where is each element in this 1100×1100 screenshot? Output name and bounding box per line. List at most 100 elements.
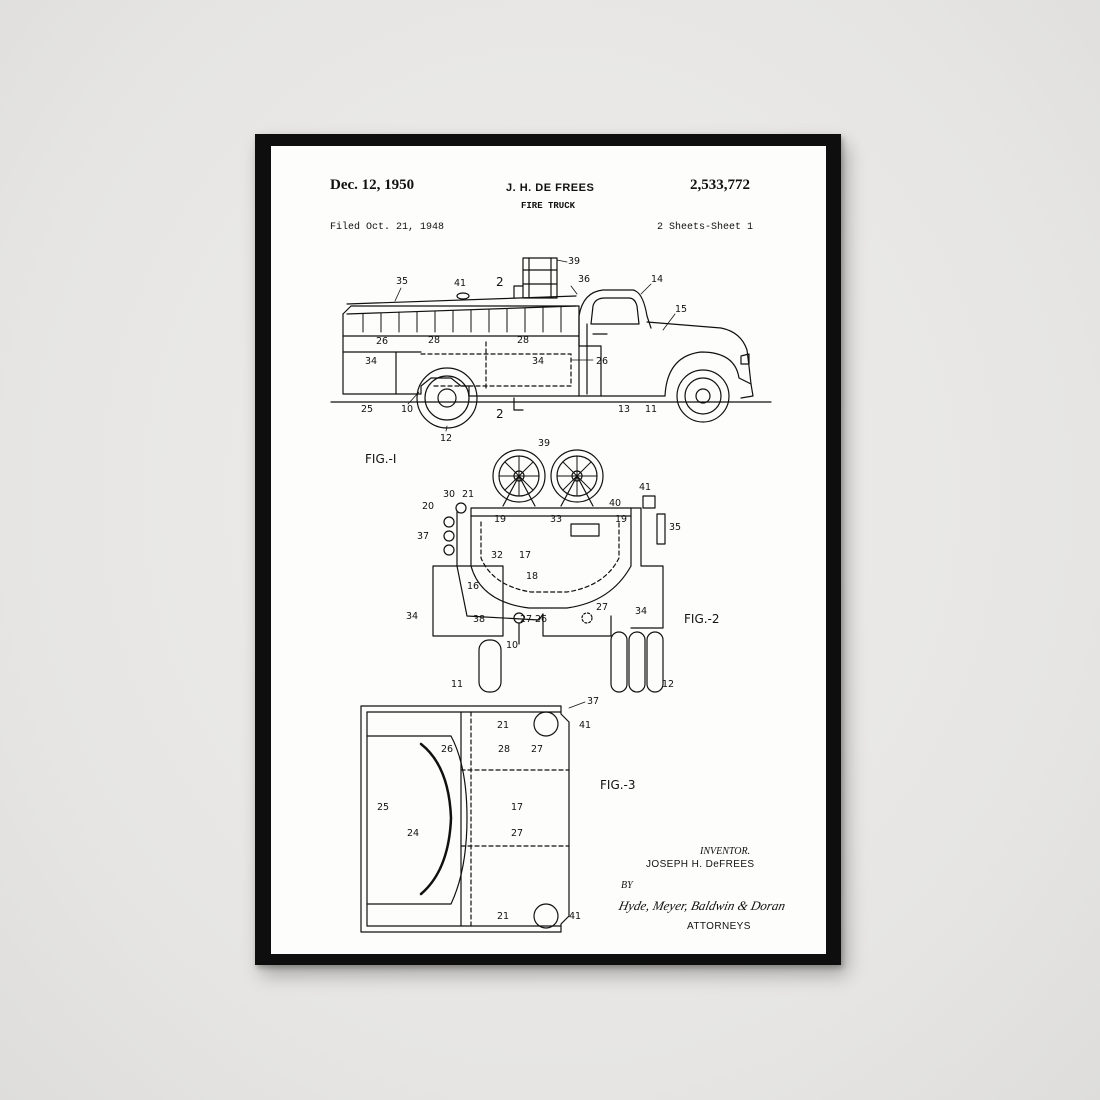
fig2-label: 34 [635, 606, 647, 617]
filed-date: Filed Oct. 21, 1948 [330, 222, 445, 233]
fig1-hose-reel [522, 257, 558, 299]
fig2-light-3 [443, 544, 455, 556]
fig2-label: 33 [550, 514, 562, 525]
fig3-cap-bottom [533, 903, 559, 929]
fig2-label: 30 [443, 489, 455, 500]
fig2-label: 27 [596, 602, 608, 613]
fig2-cap-41 [642, 495, 656, 509]
fig1-hood [646, 321, 752, 385]
fig3-label: 27 [531, 744, 543, 755]
fig1-label: 28 [517, 335, 529, 346]
fig3-label: 28 [498, 744, 510, 755]
inventor-short-name: J. H. DE FREES [506, 182, 595, 194]
fig1-label: 26 [376, 336, 388, 347]
fig2-label: 27 [520, 614, 532, 625]
attorneys-label: ATTORNEYS [687, 921, 751, 932]
fig3-caption: FIG.-3 [600, 778, 636, 792]
fig1-ladder-rungs [362, 306, 562, 333]
fig1-label: 41 [454, 278, 466, 289]
fig3-label: 41 [579, 720, 591, 731]
fig1-cab [578, 289, 652, 397]
fig2-label: 32 [491, 550, 503, 561]
fig2-label: 35 [669, 522, 681, 533]
fig1-label: 14 [651, 274, 663, 285]
fig1-label: 12 [440, 433, 452, 444]
fig2-label: 34 [406, 611, 418, 622]
fig1-label: 11 [645, 404, 657, 415]
fig1-label: 34 [365, 356, 377, 367]
fig1-label: 2 [496, 275, 504, 289]
fig1-label: 36 [578, 274, 590, 285]
fig3-label: 17 [511, 802, 523, 813]
fig2-label: 41 [639, 482, 651, 493]
attorney-signature: Hyde, Meyer, Baldwin & Doran [617, 898, 787, 913]
fig2-label: 16 [467, 581, 479, 592]
fig1-section-arrow-bottom [513, 397, 524, 411]
fig1-caption: FIG.-I [365, 452, 396, 466]
fig2-section-view: 39 30 21 20 19 33 40 41 19 35 37 32 17 1… [406, 438, 720, 693]
fig1-body-outline [342, 313, 602, 397]
fig2-label: 21 [462, 489, 474, 500]
fig1-cab-window [590, 297, 640, 325]
fig2-label: 38 [473, 614, 485, 625]
fig3-curved-rail [419, 742, 453, 896]
fig2-compartment-left [432, 565, 504, 637]
fig2-tank-inner [480, 521, 620, 593]
fig2-label: 19 [494, 514, 506, 525]
fig2-water-tank [470, 515, 632, 609]
fig1-front-fender [664, 351, 754, 399]
fig2-label: 18 [526, 571, 538, 582]
fig3-cap-top [533, 711, 559, 737]
fig2-label: 37 [417, 531, 429, 542]
fig3-rear-curve [366, 735, 468, 905]
fig1-label: 28 [428, 335, 440, 346]
fig2-hose-reel-left [492, 449, 546, 503]
fig1-label: 26 [596, 356, 608, 367]
fig2-label: 26 [535, 614, 547, 625]
fig3-label: 21 [497, 720, 509, 731]
fig1-label: 10 [401, 404, 413, 415]
fig1-section-arrow-top [513, 285, 524, 299]
fig1-front-wheel [676, 369, 730, 423]
fig2-tire-right-1 [610, 631, 628, 693]
fig2-tire-right-2 [628, 631, 646, 693]
fig2-label: 39 [538, 438, 550, 449]
fig3-label: 21 [497, 911, 509, 922]
fig1-label: 25 [361, 404, 373, 415]
patent-date: Dec. 12, 1950 [330, 177, 415, 193]
fig1-headlight [740, 353, 750, 365]
fig2-chassis [542, 613, 612, 637]
fig3-hidden-lines [460, 769, 570, 847]
fig1-label: 34 [532, 356, 544, 367]
fig1-side-view: 39 2 36 14 35 41 15 26 28 28 34 34 26 25 [330, 256, 772, 466]
fig3-label: 27 [511, 828, 523, 839]
fig2-reel-stands [502, 475, 594, 507]
fig2-body-left [456, 511, 544, 621]
sheet-count: 2 Sheets-Sheet 1 [657, 222, 754, 233]
fig1-label: 2 [496, 407, 504, 421]
fig3-plan-view: 37 21 41 26 28 27 25 17 24 27 21 41 FIG.… [360, 696, 636, 933]
patent-drawing: 39 2 36 14 35 41 15 26 28 28 34 34 26 25 [330, 256, 772, 933]
fig3-label: 24 [407, 828, 419, 839]
patent-title: FIRE TRUCK [521, 201, 576, 211]
fig2-label: 40 [609, 498, 621, 509]
patent-print: Dec. 12, 1950 J. H. DE FREES FIRE TRUCK … [271, 146, 826, 954]
picture-frame: Dec. 12, 1950 J. H. DE FREES FIRE TRUCK … [255, 134, 841, 965]
fig2-label: 20 [422, 501, 434, 512]
fig3-label: 37 [587, 696, 599, 707]
by-label: BY [621, 880, 633, 891]
fig1-ladder-rails [346, 295, 577, 315]
fig2-body-right [630, 507, 664, 629]
fig3-label: 26 [441, 744, 453, 755]
fig2-label: 19 [615, 514, 627, 525]
fig2-label: 12 [662, 679, 674, 690]
patent-number: 2,533,772 [690, 177, 750, 193]
fig1-label: 39 [568, 256, 580, 267]
fig2-compartment-33 [570, 523, 600, 537]
fig1-tank-hidden [420, 353, 572, 387]
fig2-label: 17 [519, 550, 531, 561]
fig1-rear-wheel [416, 367, 478, 429]
fig2-caption: FIG.-2 [684, 612, 720, 626]
fig3-label: 41 [569, 911, 581, 922]
fig2-tire-right-3 [646, 631, 664, 693]
